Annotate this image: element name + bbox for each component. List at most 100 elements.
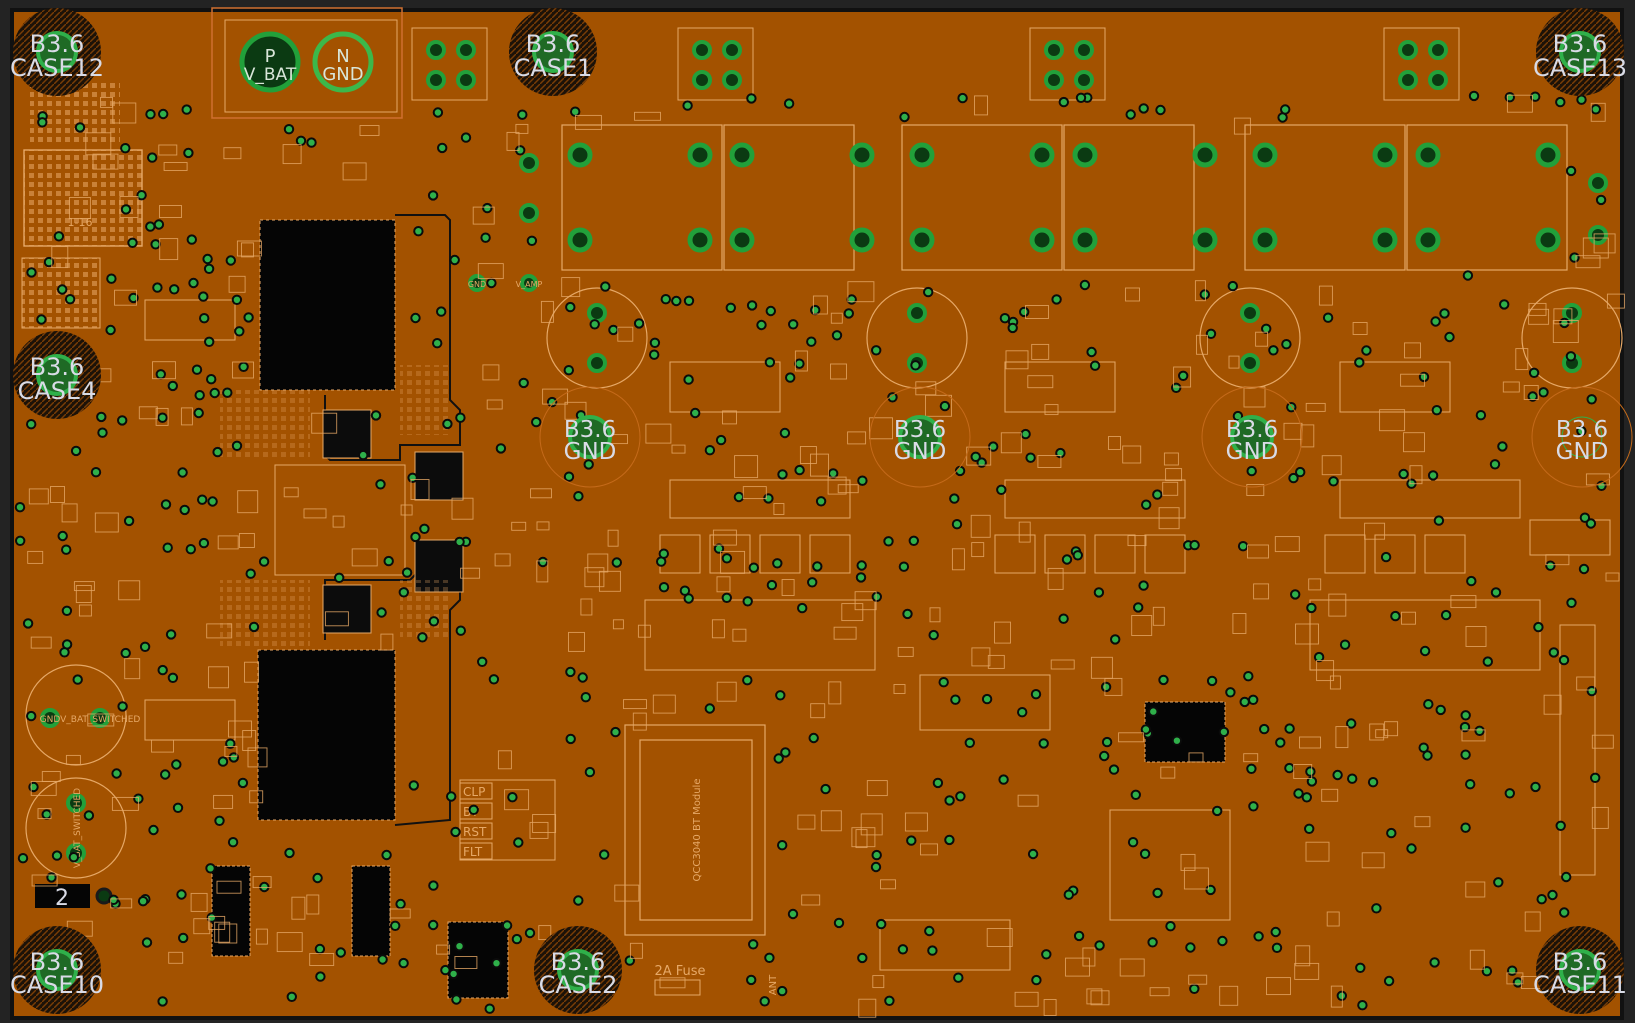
via [1507,965,1518,976]
via [1547,889,1558,901]
via [315,971,326,982]
via [1512,977,1524,988]
via [1332,769,1343,781]
via [1227,280,1239,292]
via [1548,647,1560,658]
via [1585,518,1597,529]
via [783,98,795,109]
smd-pad [820,810,842,832]
smd-pad [1160,766,1176,779]
via [938,677,949,688]
via [306,137,317,148]
svg-text:CASE1: CASE1 [514,54,593,82]
smd-pad [51,246,69,269]
via [440,964,451,976]
label-v-amp: V_AMP [516,280,543,289]
smd-pad [208,915,226,930]
smd-pad [1266,977,1291,996]
smd-pad [986,928,1013,947]
smd-pad [1553,308,1573,325]
via [857,475,868,486]
smd-pad [1321,455,1342,476]
smd-pad [1125,287,1140,302]
via [932,777,944,789]
via [1465,779,1476,790]
smd-pad [1295,945,1311,967]
via [1475,410,1487,421]
via [153,219,165,230]
label-gnd-small: GND [468,280,486,289]
via [1199,289,1211,300]
status-pad-labels [459,782,493,860]
smd-pad [722,410,737,425]
smd-pad [324,611,349,627]
smd-pad [332,515,345,528]
via [398,587,409,598]
via [227,837,239,848]
via [1148,706,1159,717]
smd-pad [190,892,208,912]
smd-pad [1232,613,1247,634]
svg-text:GND: GND [1226,439,1279,465]
via [488,674,500,685]
via [212,446,223,458]
via [565,666,576,678]
via [160,769,171,780]
via [1390,610,1401,622]
via [1075,92,1087,104]
via [1545,560,1556,571]
via [284,847,295,859]
via [209,387,220,399]
via [432,107,444,118]
via [764,952,775,963]
smd-pad [1247,544,1269,559]
via [1418,371,1430,383]
copper-pour-lower [257,649,396,821]
via [171,759,182,770]
smd-pad [1173,366,1192,388]
via [428,919,439,931]
via [141,937,153,948]
via [437,142,448,154]
via [1284,723,1295,734]
smd-pad [1409,465,1423,485]
smd-pad [152,361,176,380]
via [810,304,821,316]
via [899,111,910,123]
via [408,780,419,791]
via [1110,634,1121,645]
smd-pad [536,521,550,531]
via [1051,294,1062,305]
via [225,738,236,749]
via [1038,738,1049,749]
via [1493,877,1504,888]
smd-pad [1515,348,1529,371]
smd-pad [436,944,451,955]
smd-pad [827,476,847,495]
smd-pad [291,896,306,920]
via [1586,394,1597,405]
via [46,872,57,883]
via [1555,820,1566,831]
smd-pad [1575,255,1601,269]
via [26,710,37,722]
via [501,920,513,931]
svg-text:GND: GND [1556,439,1609,465]
via [193,407,204,419]
smd-pad [1316,660,1335,682]
via [910,360,921,371]
via [206,374,217,385]
via [658,582,670,593]
via [245,568,256,579]
via [1336,990,1348,1001]
smd-pad [1165,468,1183,482]
via [26,419,37,430]
via [413,226,424,237]
smd-pad [342,162,367,181]
via [17,853,29,864]
smd-pad [1119,958,1145,977]
via [577,672,588,683]
smd-pad [1025,305,1049,319]
via [1427,470,1439,481]
